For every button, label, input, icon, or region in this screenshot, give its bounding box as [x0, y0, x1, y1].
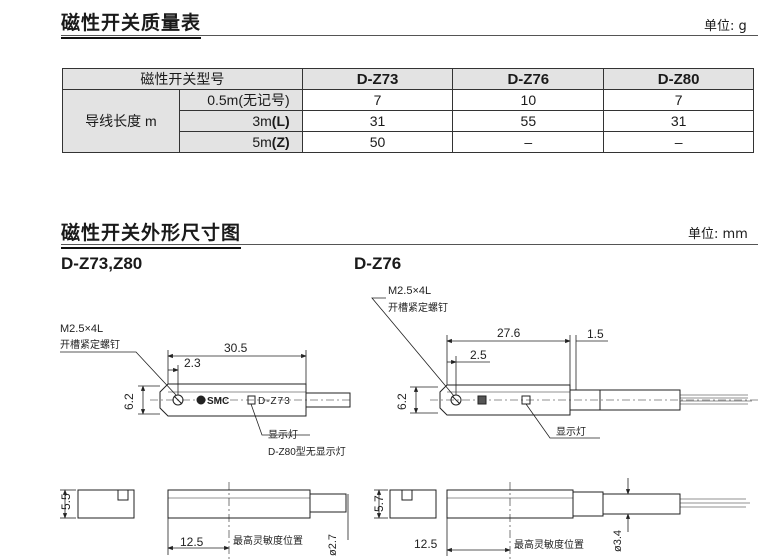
mass-cell: 50: [301, 131, 454, 153]
left-sensing-label: 最高灵敏度位置: [233, 534, 303, 547]
left-side-view: [167, 482, 349, 560]
lead-length-group-label: 导线长度 m: [62, 89, 180, 153]
left-dim-overall: 30.5: [224, 341, 248, 355]
brand-text: SMC: [207, 396, 229, 407]
right-dim-cable: ø3.4: [612, 530, 624, 552]
dimension-unit-label: 单位: mm: [688, 227, 748, 242]
right-cable: [600, 389, 681, 411]
lead-length-value: 3m: [252, 113, 272, 129]
right-indicator-label: 显示灯: [556, 426, 586, 438]
left-model-title: D-Z73,Z80: [61, 254, 143, 273]
right-dim-tail: 1.5: [587, 327, 604, 341]
lead-length-suffix: (L): [271, 113, 290, 129]
right-sensing-label: 最高灵敏度位置: [514, 538, 584, 551]
dimension-section-title: 磁性开关外形尺寸图: [61, 218, 242, 249]
mass-table-header-row: 磁性开关型号 D-Z73 D-Z76 D-Z80: [62, 68, 754, 90]
smc-logo-icon: [196, 395, 206, 405]
left-top-view: [150, 383, 352, 417]
mass-table: 磁性开关型号 D-Z73 D-Z76 D-Z80 导线长度 m 0.5m(无记号…: [62, 68, 754, 153]
right-logo-icon: [477, 395, 487, 405]
lead-length-value: 0.5m: [207, 92, 239, 108]
model-header-dz76: D-Z76: [452, 68, 605, 90]
body-marking: D-Z73: [258, 396, 291, 407]
left-dim-cable: ø2.7: [327, 534, 339, 556]
right-model-title: D-Z76: [354, 254, 402, 273]
right-dim-offset: 2.5: [470, 348, 487, 362]
left-indicator-icon: [247, 395, 256, 405]
mass-section-title: 磁性开关质量表: [61, 8, 202, 39]
right-end-view: [374, 489, 437, 519]
left-dim-offset: 2.3: [184, 356, 201, 370]
left-screw-label: 开槽紧定螺钉: [60, 338, 120, 351]
right-screw-label: 开槽紧定螺钉: [388, 301, 448, 314]
left-dim-height: 6.2: [122, 393, 136, 410]
lead-length-value: 5m: [252, 134, 272, 150]
dimension-section-rule: [61, 244, 758, 245]
right-screw-spec: M2.5×4L: [388, 285, 431, 297]
model-header-dz80: D-Z80: [603, 68, 754, 90]
lead-length-suffix: (无记号): [238, 92, 290, 108]
right-side-view: [446, 478, 750, 560]
lead-length-cell: 5m(Z): [178, 131, 303, 153]
switch-model-header: 磁性开关型号: [62, 68, 303, 90]
right-dim-side-height: 5.7: [372, 495, 386, 512]
table-row: 5m(Z) 50 – –: [63, 131, 754, 153]
mass-cell: 31: [603, 110, 754, 132]
right-dim-height: 6.2: [395, 393, 409, 410]
right-top-view: [430, 384, 760, 416]
mass-section-rule: [61, 35, 758, 36]
mass-unit-label: 单位: g: [704, 19, 747, 34]
mass-cell: –: [603, 131, 754, 153]
right-dim-overall: 27.6: [497, 326, 521, 340]
left-screw-spec: M2.5×4L: [60, 323, 103, 335]
left-indicator-note: D-Z80型无显示灯: [268, 445, 346, 458]
left-dim-side-height: 5.5: [59, 493, 73, 510]
left-end-view: [60, 489, 135, 519]
left-indicator-label: 显示灯: [268, 429, 298, 441]
right-dim-position: 12.5: [414, 537, 438, 551]
left-dim-position: 12.5: [180, 535, 204, 549]
lead-length-suffix: (Z): [271, 134, 290, 150]
